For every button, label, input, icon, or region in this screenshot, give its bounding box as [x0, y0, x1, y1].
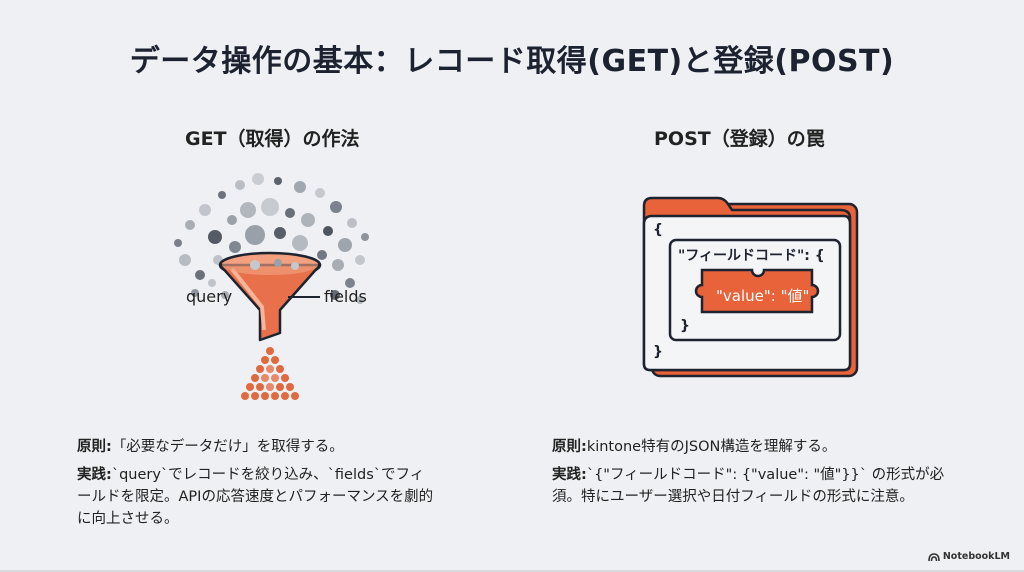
- post-description: 原則:kintone特有のJSON構造を理解する。 実践:`{"フィールドコード…: [552, 436, 962, 514]
- json-outer-close: }: [653, 344, 663, 360]
- notebooklm-badge: NotebookLM: [928, 551, 1010, 562]
- bottom-divider: [0, 570, 1024, 572]
- fields-label: fields: [324, 287, 367, 306]
- badge-label: NotebookLM: [942, 551, 1010, 562]
- get-description: 原則:「必要なデータだけ」を取得する。 実践:`query`でレコードを絞り込み…: [77, 436, 437, 536]
- notebooklm-icon: [928, 552, 940, 561]
- principle-text: kintone特有のJSON構造を理解する。: [586, 439, 837, 455]
- json-inner-close: }: [680, 318, 690, 334]
- puzzle-piece-icon: [694, 268, 820, 314]
- practice-label: 実践:: [77, 467, 112, 483]
- filtered-dots: [241, 347, 299, 400]
- post-principle: 原則:kintone特有のJSON構造を理解する。: [552, 436, 962, 458]
- json-open-brace: {: [653, 222, 663, 238]
- page-title: データ操作の基本：レコード取得(GET)と登録(POST): [129, 44, 895, 79]
- json-field-code: "フィールドコード": {: [678, 248, 825, 264]
- principle-text: 「必要なデータだけ」を取得する。: [111, 439, 344, 455]
- funnel-icon: [218, 251, 322, 342]
- json-folder-illustration: [642, 196, 859, 378]
- get-practice: 実践:`query`でレコードを絞り込み、`fields`でフィールドを限定。A…: [77, 464, 437, 530]
- post-heading: POST（登録）の罠: [654, 128, 825, 150]
- practice-text: `{"フィールドコード": {"value": "値"}}` の形式が必須。特に…: [552, 467, 945, 505]
- principle-label: 原則:: [77, 439, 112, 455]
- practice-text: `query`でレコードを絞り込み、`fields`でフィールドを限定。APIの…: [77, 467, 434, 527]
- json-value-pair: "value": "値": [716, 287, 810, 305]
- post-practice: 実践:`{"フィールドコード": {"value": "値"}}` の形式が必須…: [552, 464, 962, 508]
- query-label: query: [186, 287, 233, 306]
- get-heading: GET（取得）の作法: [185, 128, 360, 150]
- data-particles: [174, 173, 369, 304]
- principle-label: 原則:: [552, 439, 587, 455]
- get-principle: 原則:「必要なデータだけ」を取得する。: [77, 436, 437, 458]
- funnel-illustration: [174, 173, 369, 400]
- practice-label: 実践:: [552, 467, 587, 483]
